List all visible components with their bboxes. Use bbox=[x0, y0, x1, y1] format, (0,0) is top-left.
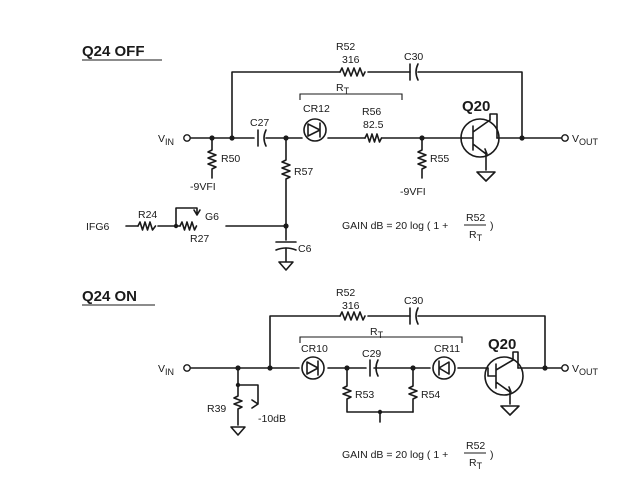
label-rt: RT bbox=[370, 326, 384, 340]
q20-transistor bbox=[460, 113, 500, 182]
junction-dot bbox=[235, 365, 241, 371]
label-r50: R50 bbox=[221, 153, 240, 165]
label-q20: Q20 bbox=[488, 336, 516, 353]
section-q24-on: Q24 ON bbox=[82, 287, 599, 471]
label-vin: VIN bbox=[158, 363, 174, 377]
rt-bracket bbox=[299, 93, 403, 100]
r52-resistor bbox=[339, 67, 366, 77]
junction-dot bbox=[235, 382, 241, 388]
junction-dot bbox=[377, 409, 383, 415]
junction-dot bbox=[267, 365, 273, 371]
vin-terminal bbox=[183, 364, 191, 372]
label-rt: RT bbox=[336, 82, 350, 96]
section-title-q24-on: Q24 ON bbox=[82, 288, 137, 305]
label-r55: R55 bbox=[430, 153, 449, 165]
junction-dot bbox=[229, 135, 235, 141]
r55-resistor bbox=[417, 137, 427, 179]
cr12-diode bbox=[303, 118, 327, 142]
rt-bracket bbox=[299, 336, 463, 343]
gain-formula-top: GAIN dB = 20 log ( 1 + R52 RT ) bbox=[342, 212, 494, 243]
vout-terminal bbox=[561, 134, 569, 142]
label-r52-value: 316 bbox=[342, 54, 360, 66]
label-r56: R56 bbox=[362, 106, 381, 118]
label-c29: C29 bbox=[362, 348, 381, 360]
vout-terminal bbox=[561, 364, 569, 372]
gain-numerator: R52 bbox=[466, 440, 485, 452]
label-r57: R57 bbox=[294, 166, 313, 178]
gain-numerator: R52 bbox=[466, 212, 485, 224]
label-q20: Q20 bbox=[462, 98, 490, 115]
gain-denominator: RT bbox=[469, 229, 483, 243]
label-r54: R54 bbox=[421, 389, 440, 401]
label-g6: G6 bbox=[205, 211, 219, 223]
gain-prefix: GAIN dB = 20 log ( 1 + bbox=[342, 449, 448, 461]
junction-dot bbox=[283, 223, 289, 229]
section-q24-off: Q24 OFF bbox=[82, 41, 599, 271]
junction-dot bbox=[173, 223, 179, 229]
label-vfi-right: -9VFI bbox=[400, 186, 426, 198]
junction-dot bbox=[209, 135, 215, 141]
feedback-wire bbox=[231, 71, 523, 139]
junction-dot bbox=[410, 365, 416, 371]
label-c30: C30 bbox=[404, 295, 423, 307]
label-vfi-left: -9VFI bbox=[190, 181, 216, 193]
r27-potentiometer bbox=[175, 207, 201, 231]
label-c30: C30 bbox=[404, 51, 423, 63]
r52-resistor bbox=[339, 311, 366, 321]
label-vout: VOUT bbox=[572, 133, 599, 147]
label-r39: R39 bbox=[207, 403, 226, 415]
junction-dot bbox=[542, 365, 548, 371]
q20-transistor bbox=[484, 351, 524, 416]
gain-suffix: ) bbox=[490, 220, 494, 232]
label-r52-value: 316 bbox=[342, 300, 360, 312]
cr10-diode bbox=[301, 356, 325, 380]
label-r53: R53 bbox=[355, 389, 374, 401]
label-r24: R24 bbox=[138, 209, 157, 221]
label-attenuation: -10dB bbox=[258, 413, 286, 425]
r53-resistor bbox=[342, 367, 414, 413]
gain-formula-bottom: GAIN dB = 20 log ( 1 + R52 RT ) bbox=[342, 440, 494, 471]
junction-dot bbox=[344, 365, 350, 371]
r56-resistor bbox=[364, 133, 383, 143]
gain-prefix: GAIN dB = 20 log ( 1 + bbox=[342, 220, 448, 232]
label-r56-value: 82.5 bbox=[363, 119, 384, 131]
gain-denominator: RT bbox=[469, 457, 483, 471]
r50-resistor bbox=[207, 137, 217, 179]
label-r52: R52 bbox=[336, 287, 355, 299]
c6-capacitor bbox=[275, 241, 297, 271]
junction-dot bbox=[519, 135, 525, 141]
gain-suffix: ) bbox=[490, 449, 494, 461]
c30-capacitor bbox=[409, 307, 419, 325]
label-vout: VOUT bbox=[572, 363, 599, 377]
vin-terminal bbox=[183, 134, 191, 142]
label-r27: R27 bbox=[190, 233, 209, 245]
section-title-q24-off: Q24 OFF bbox=[82, 43, 145, 60]
feedback-wire bbox=[269, 315, 546, 369]
ground-symbol bbox=[230, 426, 246, 436]
r54-resistor bbox=[379, 367, 418, 423]
cr11-diode bbox=[432, 356, 456, 380]
junction-dot bbox=[419, 135, 425, 141]
r39-potentiometer bbox=[233, 367, 259, 426]
junction-dot bbox=[283, 135, 289, 141]
label-ifg6: IFG6 bbox=[86, 221, 109, 233]
r24-resistor bbox=[137, 221, 157, 231]
label-cr10: CR10 bbox=[301, 343, 328, 355]
label-vin: VIN bbox=[158, 133, 174, 147]
label-c27: C27 bbox=[250, 117, 269, 129]
label-r52: R52 bbox=[336, 41, 355, 53]
c27-capacitor bbox=[257, 129, 267, 147]
label-cr12: CR12 bbox=[303, 103, 330, 115]
label-c6: C6 bbox=[298, 243, 312, 255]
r57-resistor bbox=[281, 137, 291, 241]
label-cr11: CR11 bbox=[434, 343, 460, 355]
c29-capacitor bbox=[369, 359, 379, 377]
c30-capacitor bbox=[409, 63, 419, 81]
